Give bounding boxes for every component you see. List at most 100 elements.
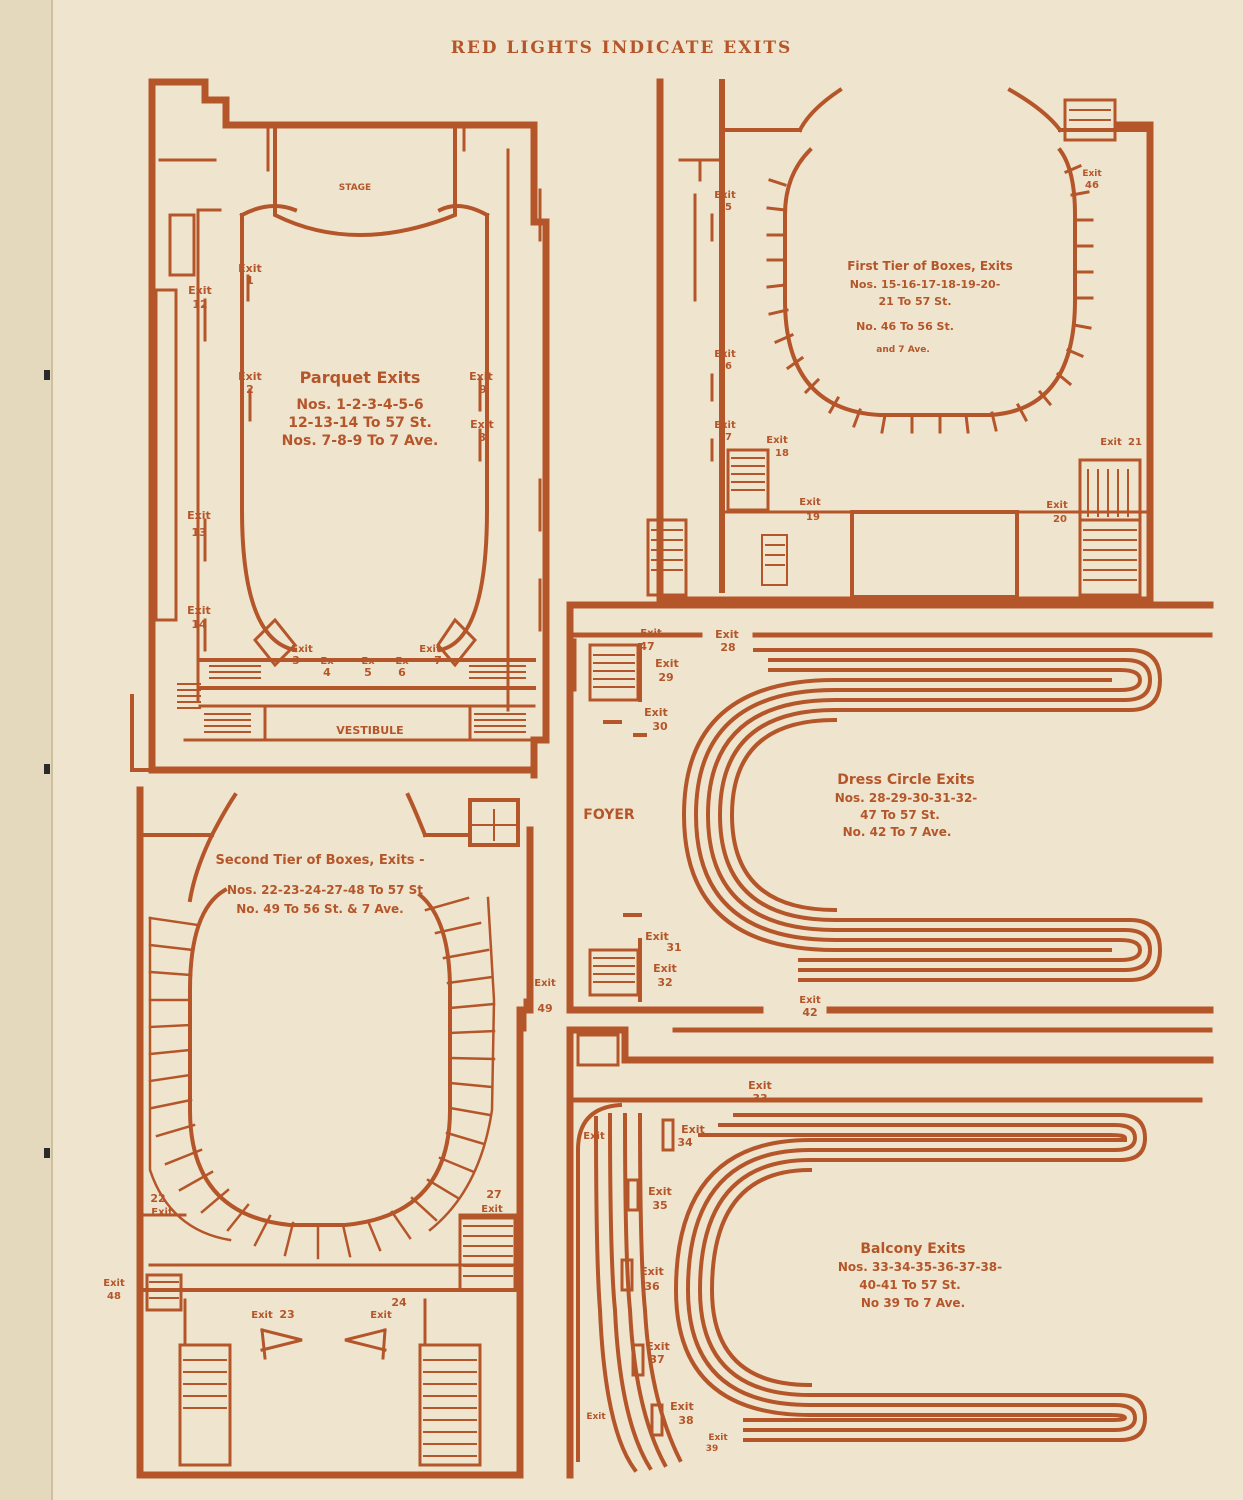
svg-text:Exit: Exit xyxy=(586,1412,606,1422)
svg-text:Exit: Exit xyxy=(714,190,736,201)
first-tier-line-3: No. 46 To 56 St. xyxy=(856,320,954,333)
first-tier-line-2: 21 To 57 St. xyxy=(878,295,951,308)
svg-text:38: 38 xyxy=(678,1414,693,1427)
svg-text:Exit: Exit xyxy=(238,370,262,383)
first-tier-exit-21: Exit 21 xyxy=(1100,437,1142,448)
svg-text:27: 27 xyxy=(486,1188,501,1201)
balcony-title: Balcony Exits xyxy=(860,1241,965,1257)
svg-text:23: 23 xyxy=(279,1308,294,1321)
svg-text:32: 32 xyxy=(657,976,672,989)
svg-text:Exit: Exit xyxy=(640,628,662,639)
second-tier-plan xyxy=(136,786,534,1479)
balcony-exit-left-lower: Exit xyxy=(586,1412,606,1422)
first-tier-plan xyxy=(646,78,1154,604)
svg-text:Exit: Exit xyxy=(644,706,668,719)
parquet-line-1: Nos. 1-2-3-4-5-6 xyxy=(296,397,423,413)
parquet-plan xyxy=(130,78,550,779)
svg-text:31: 31 xyxy=(666,941,681,954)
parquet-exit-4: Ex4 xyxy=(320,656,334,679)
svg-text:Exit: Exit xyxy=(1046,500,1068,511)
stage-label: STAGE xyxy=(339,183,371,193)
svg-text:Exit: Exit xyxy=(681,1123,705,1136)
first-tier-line-4: and 7 Ave. xyxy=(876,345,930,355)
svg-text:16: 16 xyxy=(718,361,732,372)
svg-text:7: 7 xyxy=(434,654,442,667)
second-tier-line-2: No. 49 To 56 St. & 7 Ave. xyxy=(236,902,403,916)
svg-text:Exit: Exit xyxy=(534,978,556,989)
svg-text:3: 3 xyxy=(292,654,300,667)
svg-text:17: 17 xyxy=(718,432,732,443)
svg-text:Exit: Exit xyxy=(799,497,821,508)
svg-text:29: 29 xyxy=(658,671,673,684)
svg-text:20: 20 xyxy=(1053,514,1067,525)
parquet-exit-5: Ex5 xyxy=(361,656,375,679)
balcony-plan xyxy=(566,1026,1214,1479)
svg-text:Exit: Exit xyxy=(766,435,788,446)
second-tier-title: Second Tier of Boxes, Exits - xyxy=(216,853,425,868)
svg-text:Ex: Ex xyxy=(320,656,334,667)
second-tier-exit-49: Exit 49 xyxy=(534,978,556,1015)
svg-text:39: 39 xyxy=(706,1444,719,1454)
svg-text:Exit: Exit xyxy=(799,995,821,1006)
parquet-line-2: 12-13-14 To 57 St. xyxy=(288,415,432,431)
svg-text:Exit: Exit xyxy=(653,962,677,975)
page-header: RED LIGHTS INDICATE EXITS xyxy=(450,38,793,58)
svg-text:30: 30 xyxy=(652,720,668,733)
svg-text:Exit: Exit xyxy=(187,509,211,522)
svg-text:49: 49 xyxy=(537,1002,552,1015)
balcony-line-1: Nos. 33-34-35-36-37-38- xyxy=(838,1260,1002,1274)
svg-text:4: 4 xyxy=(323,666,331,679)
svg-text:Exit: Exit xyxy=(238,262,262,275)
second-tier-line-1: Nos. 22-23-24-27-48 To 57 St xyxy=(227,883,423,897)
svg-text:Exit: Exit xyxy=(370,1310,392,1321)
svg-text:34: 34 xyxy=(677,1136,693,1149)
svg-text:Exit: Exit xyxy=(481,1204,503,1215)
svg-text:14: 14 xyxy=(191,618,207,631)
svg-text:Exit: Exit xyxy=(1100,437,1122,448)
first-tier-title: First Tier of Boxes, Exits xyxy=(847,259,1013,273)
svg-text:Exit: Exit xyxy=(469,370,493,383)
svg-text:Exit: Exit xyxy=(714,420,736,431)
svg-text:42: 42 xyxy=(802,1006,817,1019)
parquet-title: Parquet Exits xyxy=(300,368,421,387)
svg-text:21: 21 xyxy=(1128,437,1142,448)
svg-text:Exit: Exit xyxy=(714,349,736,360)
svg-text:Exit: Exit xyxy=(151,1207,173,1218)
vestibule-label: VESTIBULE xyxy=(336,724,403,737)
svg-text:Exit: Exit xyxy=(1082,169,1102,179)
svg-text:Exit: Exit xyxy=(583,1131,605,1142)
staple xyxy=(44,370,50,380)
svg-text:46: 46 xyxy=(1085,180,1099,191)
svg-text:Exit: Exit xyxy=(470,418,494,431)
svg-text:9: 9 xyxy=(479,383,487,396)
svg-text:Exit: Exit xyxy=(748,1079,772,1092)
first-tier-line-1: Nos. 15-16-17-18-19-20- xyxy=(850,278,1001,291)
binding-gutter xyxy=(0,0,52,1500)
svg-text:2: 2 xyxy=(246,383,254,396)
svg-text:Exit: Exit xyxy=(291,644,313,655)
dress-circle-title: Dress Circle Exits xyxy=(837,772,974,788)
svg-text:5: 5 xyxy=(364,666,372,679)
parquet-exit-6: Ex6 xyxy=(395,656,409,679)
